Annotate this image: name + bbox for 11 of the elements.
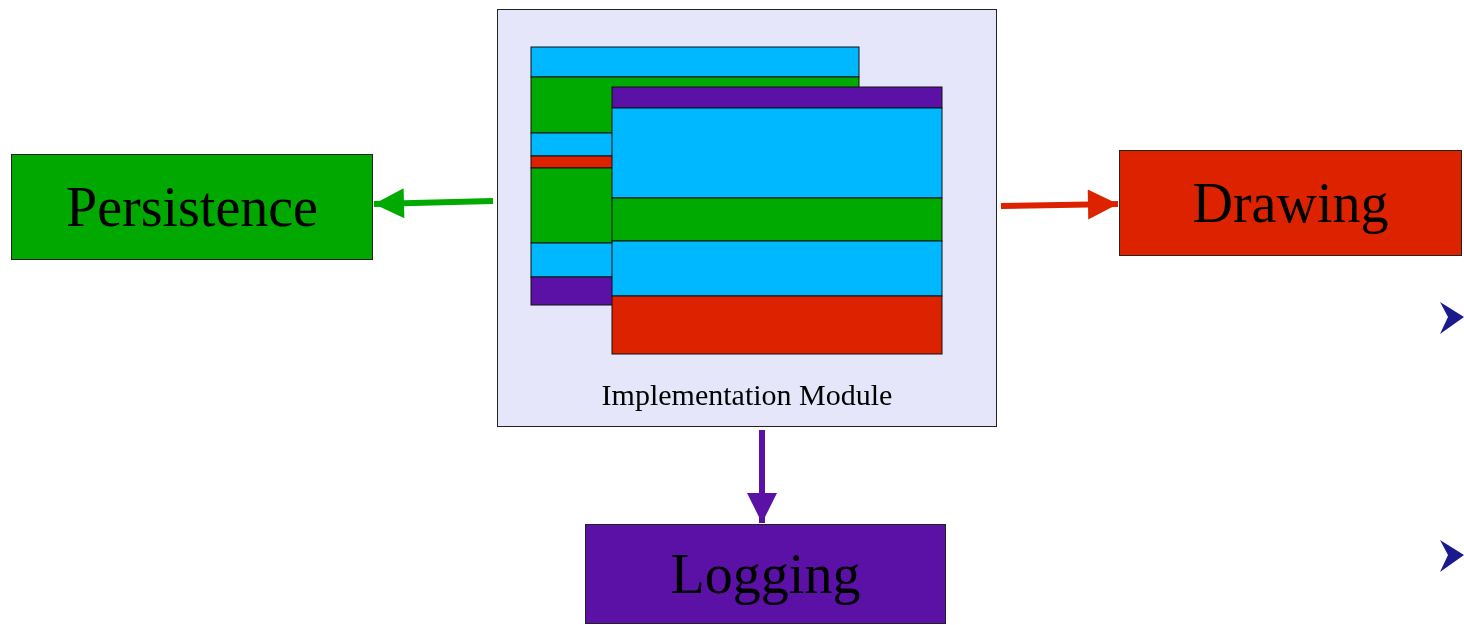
node-label: Drawing bbox=[1192, 171, 1389, 235]
arrow bbox=[373, 188, 494, 219]
arrow bbox=[1000, 189, 1119, 220]
node-label: Persistence bbox=[66, 175, 318, 239]
process-box bbox=[585, 524, 946, 624]
process-box bbox=[1119, 150, 1462, 256]
process-box bbox=[11, 154, 373, 260]
node-label: Implementation Module bbox=[600, 378, 894, 412]
node-label: Logging bbox=[670, 542, 861, 606]
module-box bbox=[497, 9, 997, 427]
arrow bbox=[747, 430, 777, 523]
